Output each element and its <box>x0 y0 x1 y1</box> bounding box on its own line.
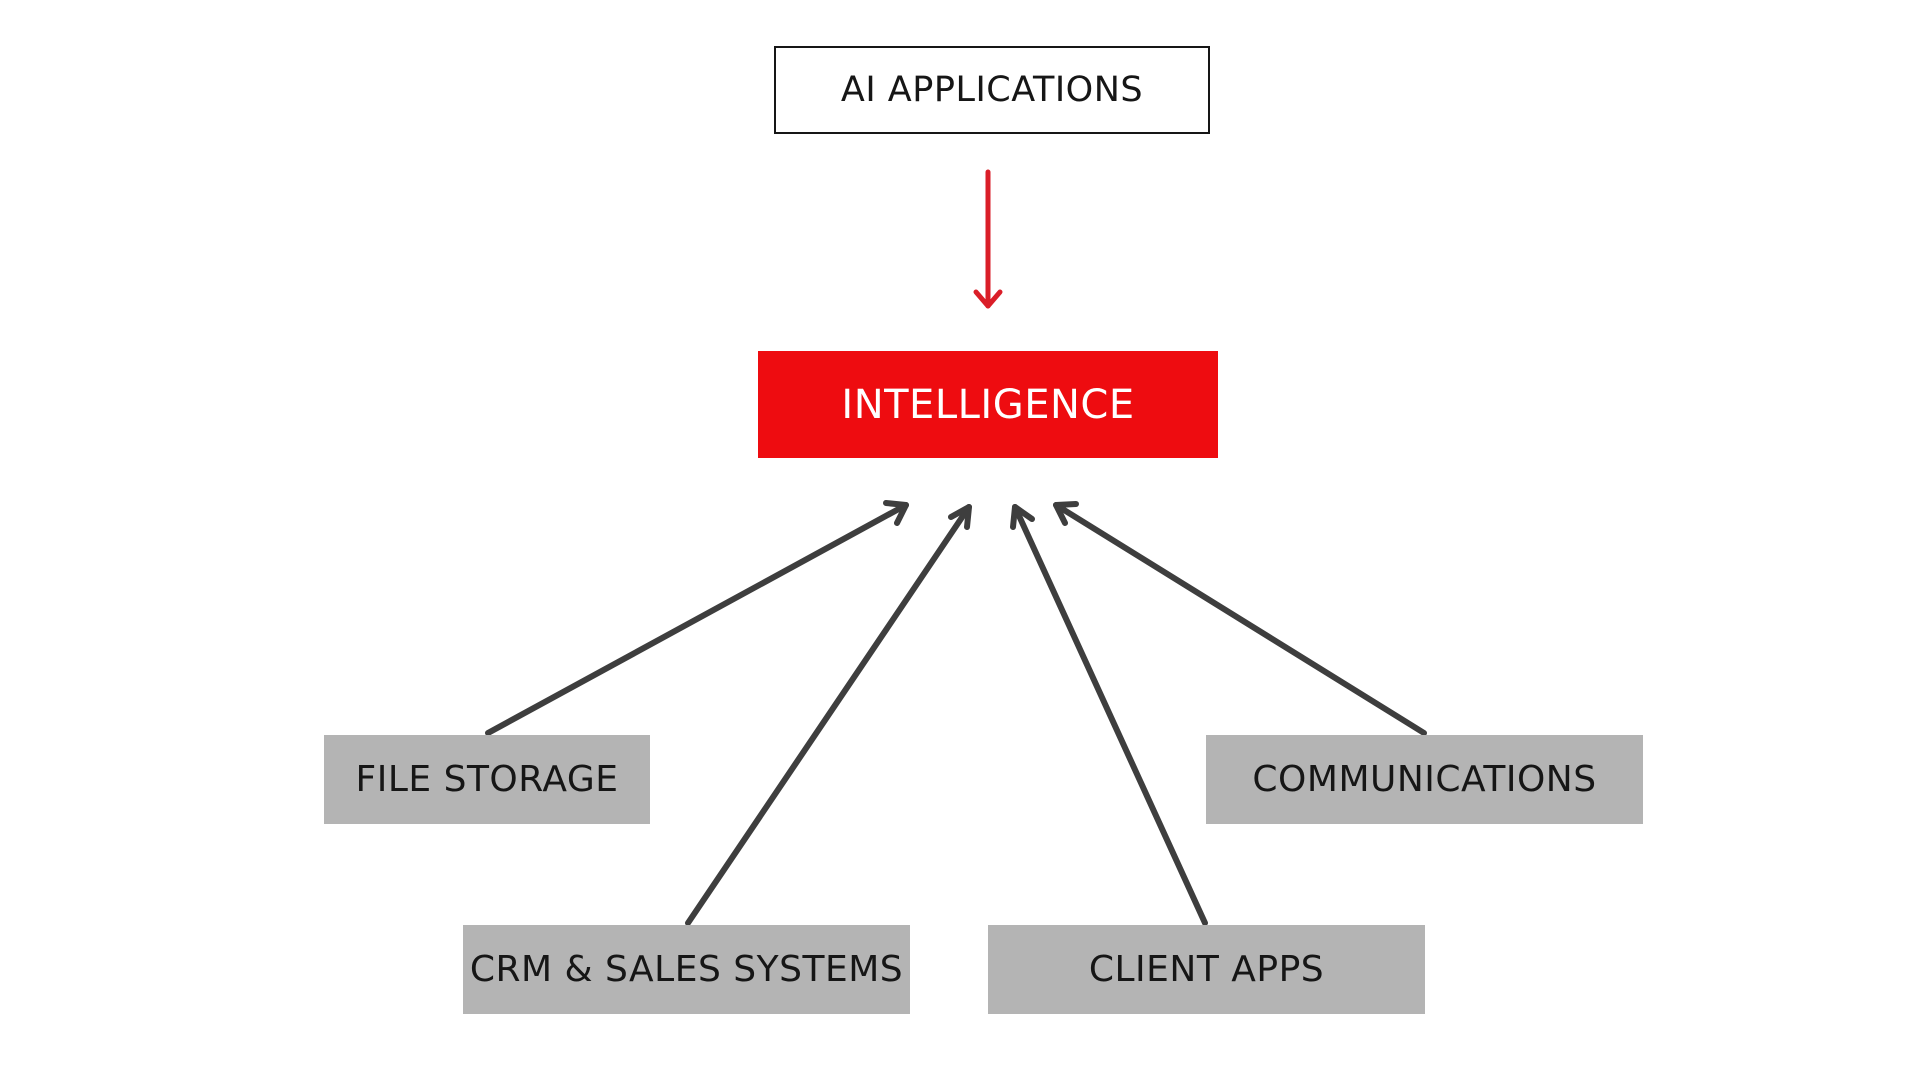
ai-applications-label: AI APPLICATIONS <box>840 70 1144 110</box>
file-storage-label: FILE STORAGE <box>355 759 619 800</box>
arrow-file-storage-to-hub <box>485 500 909 736</box>
client-apps-node: CLIENT APPS <box>988 925 1425 1014</box>
communications-node: COMMUNICATIONS <box>1206 735 1643 824</box>
intelligence-node: INTELLIGENCE <box>758 351 1218 458</box>
ai-applications-node: AI APPLICATIONS <box>774 46 1210 134</box>
crm-sales-systems-node: CRM & SALES SYSTEMS <box>463 925 910 1014</box>
client-apps-label: CLIENT APPS <box>1088 949 1325 990</box>
communications-label: COMMUNICATIONS <box>1252 759 1597 800</box>
file-storage-node: FILE STORAGE <box>324 735 650 824</box>
arrow-client-apps-to-hub <box>1010 504 1208 926</box>
arrow-top-to-hub <box>973 169 1003 309</box>
crm-sales-systems-label: CRM & SALES SYSTEMS <box>469 949 904 990</box>
arrow-communications-to-hub <box>1053 501 1427 736</box>
arrow-crm-to-hub <box>685 504 972 926</box>
intelligence-label: INTELLIGENCE <box>841 381 1135 428</box>
